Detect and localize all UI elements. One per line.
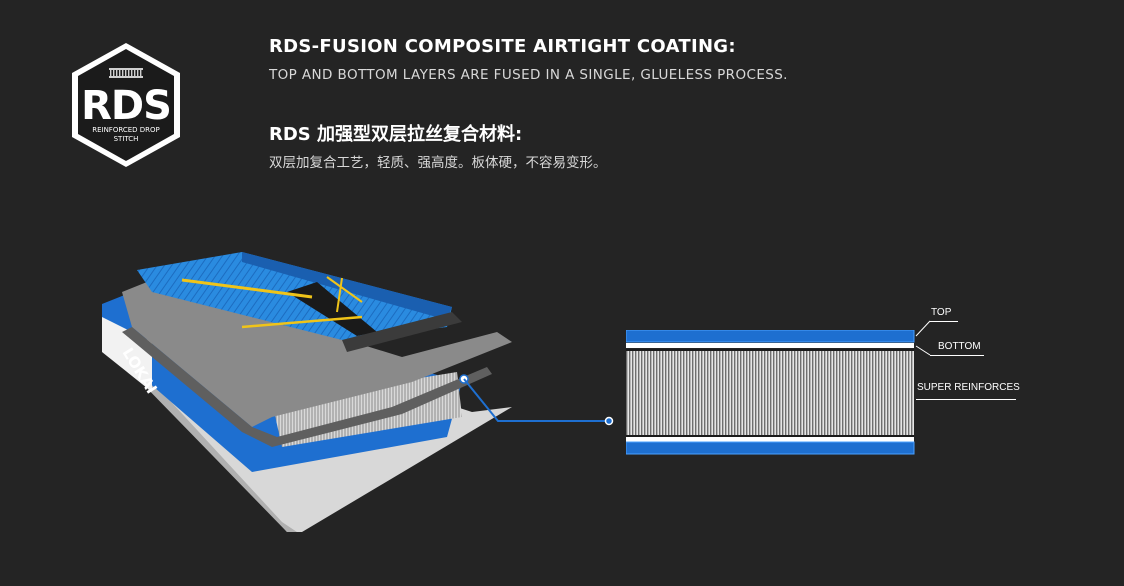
badge-title: RDS xyxy=(81,83,172,129)
heading-en: RDS-FUSION COMPOSITE AIRTIGHT COATING: xyxy=(269,36,736,57)
drop-stitch-layers-diagram xyxy=(625,329,915,455)
label-super-reinforces: SUPER REINFORCES xyxy=(917,382,1020,393)
rds-badge: RDS REINFORCED DROP STITCH xyxy=(66,40,186,170)
board-cutaway: LOKAI xyxy=(92,232,532,542)
layers-diagram xyxy=(625,329,916,456)
badge-subtitle-line1: REINFORCED DROP xyxy=(92,126,160,134)
label-super-rule xyxy=(916,399,1016,400)
description-en: TOP AND BOTTOM LAYERS ARE FUSED IN A SIN… xyxy=(269,67,788,83)
badge-subtitle: REINFORCED DROP STITCH xyxy=(66,126,186,144)
rds-hexagon-badge-icon xyxy=(72,43,180,167)
label-bottom: BOTTOM xyxy=(938,341,981,352)
badge-subtitle-line2: STITCH xyxy=(113,135,139,143)
label-top: TOP xyxy=(931,307,952,318)
label-top-rule xyxy=(930,321,958,322)
description-zh: 双层加复合工艺，轻质、强高度。板体硬，不容易变形。 xyxy=(269,155,607,171)
label-bottom-rule xyxy=(930,355,984,356)
heading-zh: RDS 加强型双层拉丝复合材料: xyxy=(269,124,523,145)
paddle-board-cutaway-icon: LOKAI xyxy=(102,252,512,532)
